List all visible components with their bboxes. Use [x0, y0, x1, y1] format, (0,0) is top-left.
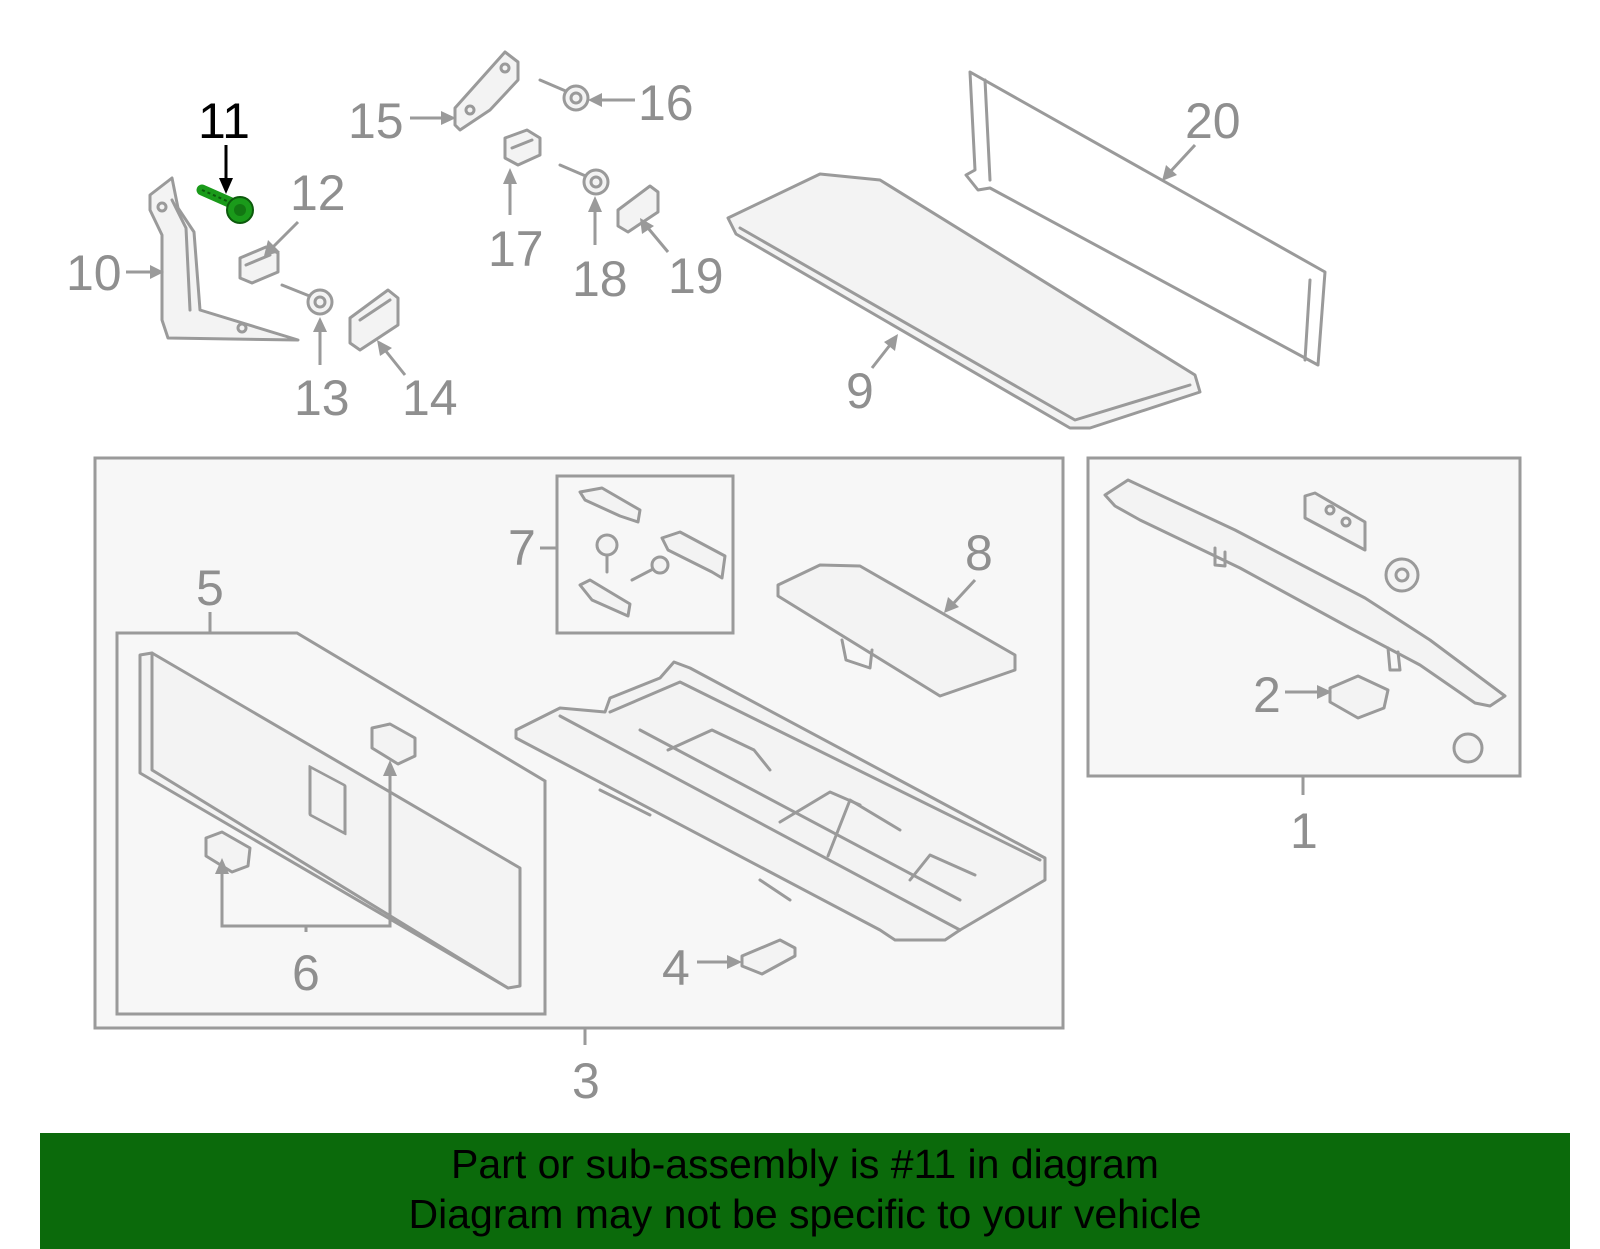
callout-6: 6 [292, 945, 320, 1001]
callout-4: 4 [662, 940, 690, 996]
callout-5: 5 [196, 560, 224, 616]
callout-14: 14 [402, 370, 458, 426]
banner-line-2: Diagram may not be specific to your vehi… [408, 1191, 1202, 1237]
part-1-bracket [1303, 491, 1367, 552]
part-15-bracket [453, 50, 520, 132]
part-19-retainer [616, 184, 660, 234]
callout-7: 7 [508, 520, 536, 576]
part-3-tray [514, 660, 1047, 942]
banner-line-1: Part or sub-assembly is #11 in diagram [451, 1141, 1159, 1187]
callout-9: 9 [846, 363, 874, 419]
parts-diagram: 10 11 12 13 14 15 16 17 18 19 20 9 7 8 5… [66, 50, 1522, 1109]
callout-3: 3 [572, 1053, 600, 1109]
callout-11: 11 [198, 93, 250, 149]
callout-20: 20 [1185, 93, 1241, 149]
part-18-bolt [558, 163, 610, 196]
leader-lines [126, 93, 1332, 1045]
part-info-banner: Part or sub-assembly is #11 in diagram D… [40, 1133, 1570, 1249]
part-11-bolt [196, 184, 254, 224]
callout-16: 16 [638, 75, 694, 131]
part-7-clips [578, 486, 727, 618]
callout-18: 18 [572, 251, 628, 307]
callout-1: 1 [1290, 803, 1318, 859]
callout-17: 17 [488, 221, 544, 277]
part-8-cover [776, 563, 1017, 698]
callout-2: 2 [1253, 667, 1281, 723]
callout-13: 13 [294, 370, 350, 426]
part-2-pad [1328, 674, 1390, 720]
part-10-bracket [148, 176, 300, 342]
part-6-clip-upper [370, 722, 417, 766]
part-9-floor-panel [726, 172, 1202, 430]
part-1-clip [1452, 732, 1484, 764]
callout-10: 10 [66, 245, 122, 301]
part-20-divider [964, 70, 1327, 367]
callout-15: 15 [348, 93, 404, 149]
part-17-clip [503, 128, 542, 167]
part-14-retainer [348, 288, 400, 352]
part-16-bolt [538, 78, 590, 112]
part-4-pad [740, 938, 797, 976]
callout-12: 12 [290, 165, 346, 221]
part-6-clip-lower [204, 830, 252, 874]
part-1-trim [1103, 478, 1507, 708]
part-13-bolt [280, 283, 334, 316]
callout-8: 8 [965, 525, 993, 581]
part-1-nut [1384, 557, 1420, 593]
callout-19: 19 [668, 248, 724, 304]
